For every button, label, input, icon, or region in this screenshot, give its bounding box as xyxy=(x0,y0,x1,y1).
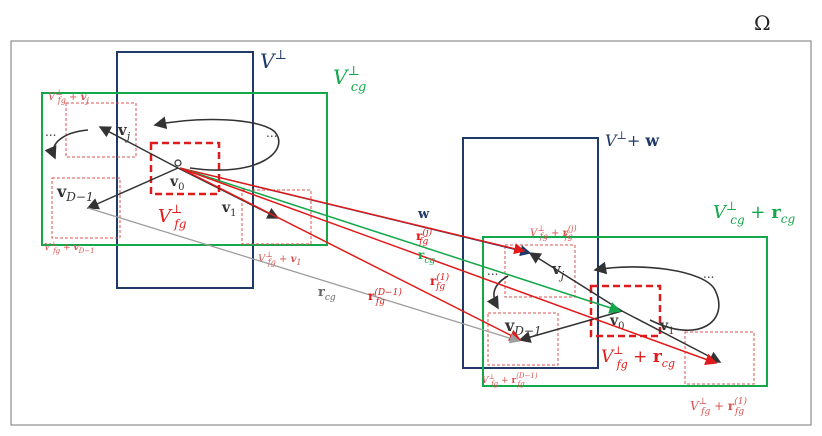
ellipsis-left-1: ... xyxy=(45,125,56,139)
v-perp-plus-w-box xyxy=(462,137,599,369)
v-perp-plus-w-label: V⊥+ w xyxy=(605,129,660,150)
vd1-arrow xyxy=(86,167,179,210)
v-fg-r-d1-box xyxy=(487,312,559,366)
r-fg-j-arrow xyxy=(179,167,526,255)
r-cg-gray-label: rcg xyxy=(318,285,336,303)
vj-r-label: vj xyxy=(551,260,565,282)
r-cg-green-arrow xyxy=(179,167,622,314)
v0-label: v0 xyxy=(169,174,185,193)
r-cg-gray-arrow xyxy=(87,207,521,344)
v-fg-vd1-label: V⊥fg + vD−1 xyxy=(44,240,95,255)
omega-domain-box xyxy=(10,40,812,426)
right-curve-right xyxy=(593,261,720,331)
v-fg-perp-box xyxy=(149,141,221,196)
v-cg-perp-box xyxy=(41,92,328,246)
w-label: w xyxy=(417,207,430,222)
v-fg-v1-box xyxy=(241,189,312,245)
ellipsis-right-1: ... xyxy=(487,264,498,278)
v-fg-vj-label: V⊥fg + vj xyxy=(48,88,89,105)
r-fg-j-label: r(j)fg xyxy=(416,227,433,247)
left-curve-left xyxy=(44,129,89,160)
vd1-r-arrow xyxy=(518,310,623,343)
v-fg-r-j-label: V⊥fg + r(j)fg xyxy=(530,224,577,241)
v-fg-perp-label: V⊥fg xyxy=(158,202,187,231)
ellipsis-left-2: ... xyxy=(266,126,277,140)
left-curve-right xyxy=(153,116,280,171)
r-fg-1-arrow xyxy=(179,167,718,366)
ellipsis-right-2: ... xyxy=(703,267,714,281)
v-cg-plus-r-label: V⊥cg + rcg xyxy=(713,199,795,227)
v1-r-arrow xyxy=(621,310,722,363)
v-perp-label: V⊥ xyxy=(260,48,287,73)
v1-label: v1 xyxy=(221,200,237,219)
v-fg-plus-r-cg-label: V⊥fg + rcg xyxy=(601,344,675,371)
v-fg-vj-box xyxy=(65,102,137,158)
left-origin-point xyxy=(174,159,182,167)
omega-label: Ω xyxy=(754,11,771,35)
r-fg-1-label: r(1)fg xyxy=(430,272,450,292)
v-fg-plus-r-cg-box xyxy=(589,284,662,338)
v-cg-plus-r-box xyxy=(482,236,768,387)
vj-arrow xyxy=(98,126,179,169)
v-fg-r-1-box xyxy=(684,331,755,385)
r-fg-d1-arrow xyxy=(179,167,522,341)
v-fg-r-j-box xyxy=(504,244,576,298)
vd1-label: vD−1 xyxy=(56,182,94,204)
v-fg-vd1-box xyxy=(51,177,121,239)
v-cg-perp-label: V⊥cg xyxy=(333,64,366,95)
vj-r-arrow xyxy=(528,252,623,312)
right-curve-left xyxy=(486,275,509,310)
v-perp-box xyxy=(116,51,254,289)
v-fg-r-1-label: V⊥fg + r(1)fg xyxy=(690,396,747,417)
v-fg-v1-label: V⊥fg + v1 xyxy=(258,250,302,267)
